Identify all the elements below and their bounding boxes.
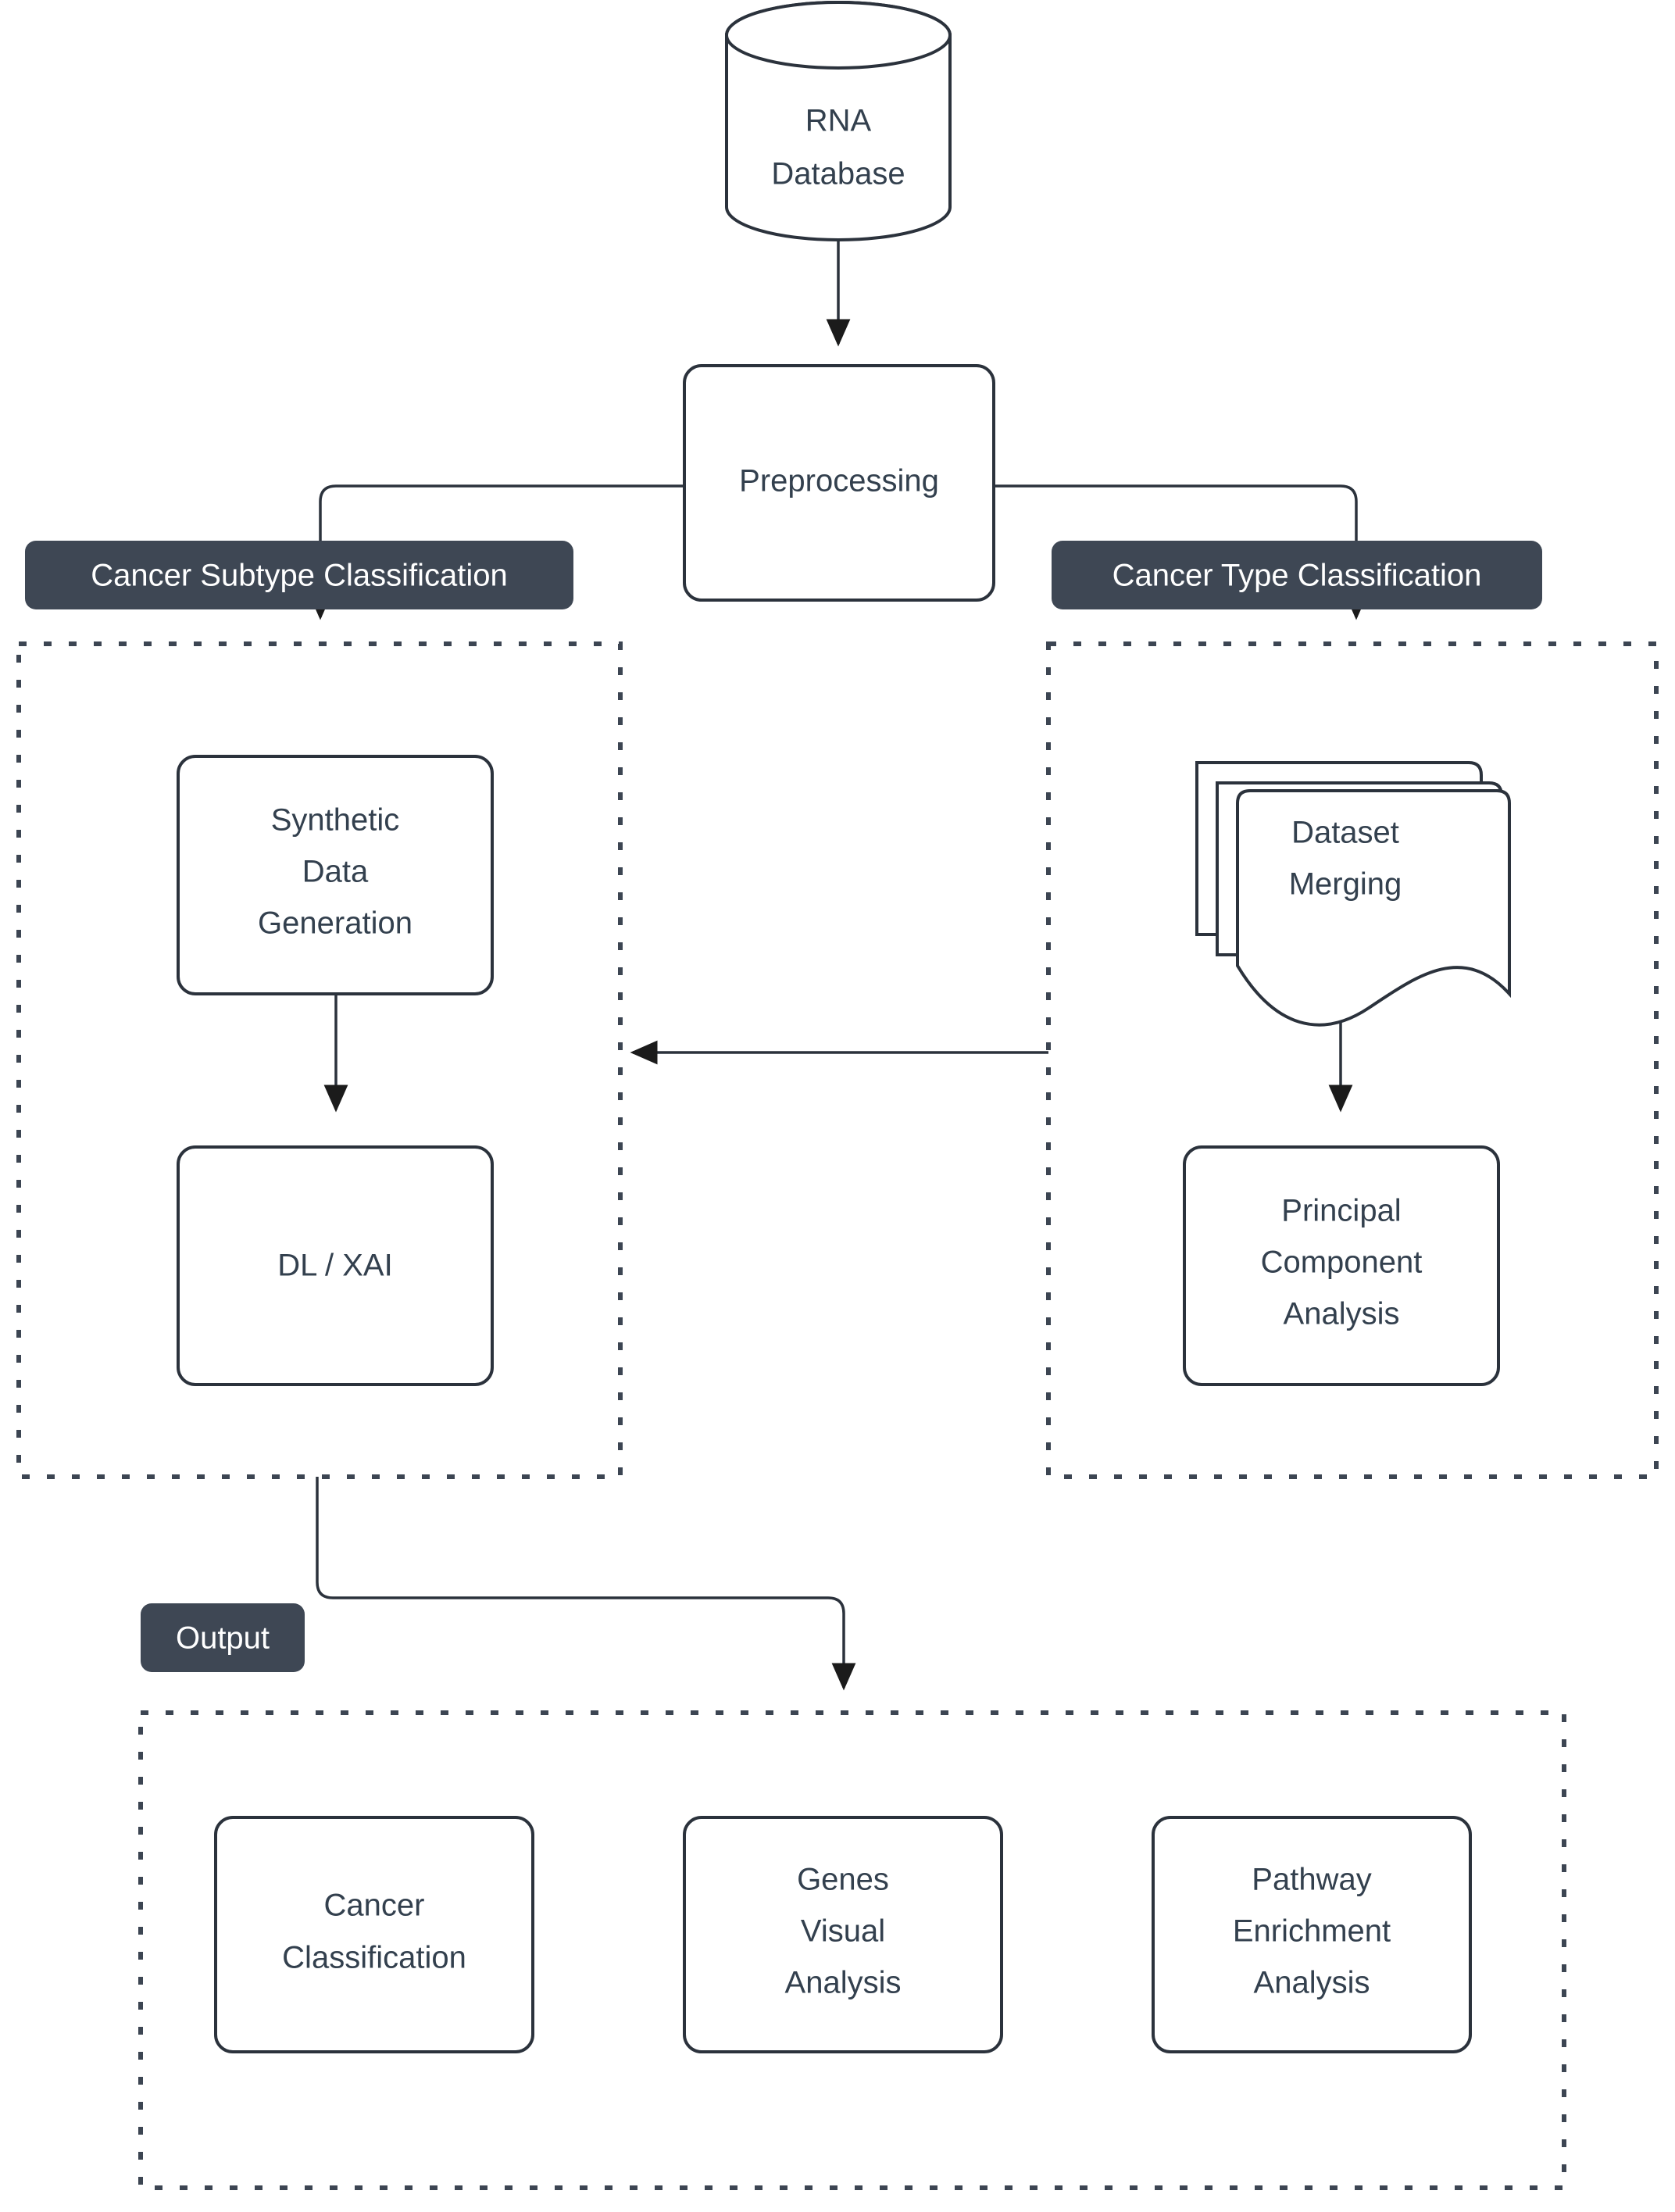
cluster-tag-output-bg [141,1603,305,1672]
synthetic-data-generation-label-line2: Data [302,855,369,889]
pathway-enrichment-analysis-label-line3: Analysis [1254,1966,1370,2000]
cluster-cancer-subtype [16,641,623,1479]
synthetic-data-generation-label-line3: Generation [258,906,412,941]
node-pathway-enrichment-analysis[interactable]: Pathway Enrichment Analysis [1152,1816,1472,2053]
principal-component-analysis-label-line1: Principal [1281,1194,1401,1228]
pathway-enrichment-analysis-label-line1: Pathway [1252,1863,1371,1897]
cluster-tag-cancer-type-bg [1052,541,1542,609]
cluster-cancer-type-border [1046,641,1659,1479]
dataset-merging-sheet-front [1236,789,1511,1027]
cancer-classification-box [214,1816,534,2053]
rna-database-label-line2: Database [771,157,905,191]
dl-xai-label: DL / XAI [277,1249,392,1283]
edge-preprocessing-to-subtype [308,484,684,620]
cluster-tag-cancer-subtype-label: Cancer Subtype Classification [91,559,508,593]
rna-database-label-line1: RNA [805,104,872,138]
cluster-tag-output[interactable]: Output [141,1603,305,1672]
rna-database-cylinder-top [724,1,952,70]
node-dl-xai[interactable]: DL / XAI [177,1145,494,1386]
pathway-enrichment-analysis-box [1152,1816,1472,2053]
node-synthetic-data-generation[interactable]: Synthetic Data Generation [177,755,494,995]
cancer-classification-label-line2: Classification [282,1941,466,1975]
cluster-tag-output-label: Output [176,1621,270,1656]
genes-visual-analysis-label-line1: Genes [797,1863,889,1897]
cluster-cancer-subtype-border [16,641,623,1479]
edge-dlxai-to-output [316,1477,856,1691]
node-principal-component-analysis[interactable]: Principal Component Analysis [1183,1145,1500,1386]
cluster-tag-cancer-subtype[interactable]: Cancer Subtype Classification [25,541,573,609]
cancer-classification-label-line1: Cancer [324,1889,425,1923]
genes-visual-analysis-box [683,1816,1003,2053]
synthetic-data-generation-box [177,755,494,995]
cluster-tag-cancer-type-label: Cancer Type Classification [1112,559,1482,593]
preprocessing-label: Preprocessing [739,464,939,499]
dl-xai-box [177,1145,494,1386]
principal-component-analysis-label-line2: Component [1261,1245,1423,1280]
dataset-merging-label-line1: Dataset [1291,816,1399,850]
node-rna-database[interactable]: RNA Database [724,1,952,241]
dataset-merging-label-line2: Merging [1289,867,1402,902]
preprocessing-box [683,364,995,602]
node-cancer-classification[interactable]: Cancer Classification [214,1816,534,2053]
cluster-cancer-type [1046,641,1659,1479]
pathway-enrichment-analysis-label-line2: Enrichment [1233,1914,1391,1949]
node-preprocessing[interactable]: Preprocessing [683,364,995,602]
cluster-tag-cancer-subtype-bg [25,541,573,609]
genes-visual-analysis-label-line3: Analysis [785,1966,902,2000]
edge-preprocessing-to-type [994,484,1369,620]
node-dataset-merging[interactable]: Dataset Merging [1195,761,1511,1027]
synthetic-data-generation-label-line1: Synthetic [271,803,400,838]
principal-component-analysis-box [1183,1145,1500,1386]
node-genes-visual-analysis[interactable]: Genes Visual Analysis [683,1816,1003,2053]
genes-visual-analysis-label-line2: Visual [801,1914,885,1949]
principal-component-analysis-label-line3: Analysis [1284,1297,1400,1331]
cluster-tag-cancer-type[interactable]: Cancer Type Classification [1052,541,1542,609]
